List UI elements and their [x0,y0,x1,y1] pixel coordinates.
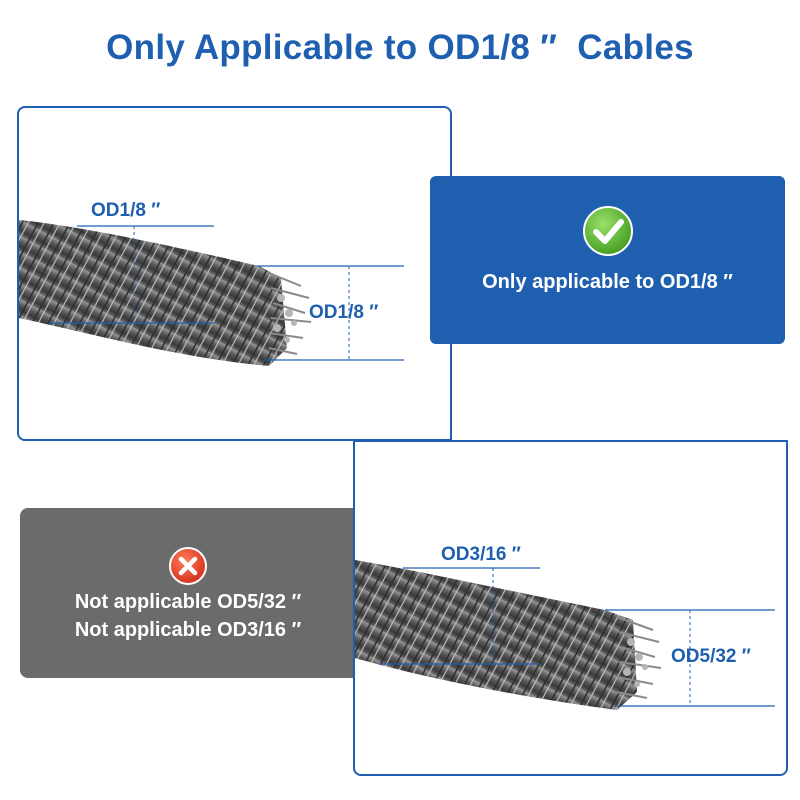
not-applicable-text-2: Not applicable OD3/16 ″ [74,619,302,641]
label-top-diameter: OD3/16 ″ [441,544,521,565]
cable-image-bottom [355,560,775,710]
label-top-diameter: OD1/8 ″ [91,200,161,221]
cable-panel-od1-8: OD1/8 ″ OD1/8 ″ [17,106,452,441]
applicable-badge: Only applicable to OD1/8 ″ [430,176,785,344]
applicable-text: Only applicable to OD1/8 ″ [482,271,733,293]
cable-image-top [19,220,404,366]
cable-panel-od3-16: OD3/16 ″ OD5/32 ″ [353,440,788,776]
label-side-diameter: OD5/32 ″ [671,646,751,667]
label-side-diameter: OD1/8 ″ [309,302,379,323]
x-circle-icon [169,547,207,585]
not-applicable-badge: Not applicable OD5/32 ″ Not applicable O… [20,508,356,678]
page-title: Only Applicable to OD1/8 ″ Cables [106,28,694,67]
check-circle-icon [582,206,633,256]
not-applicable-text-1: Not applicable OD5/32 ″ [74,591,302,613]
